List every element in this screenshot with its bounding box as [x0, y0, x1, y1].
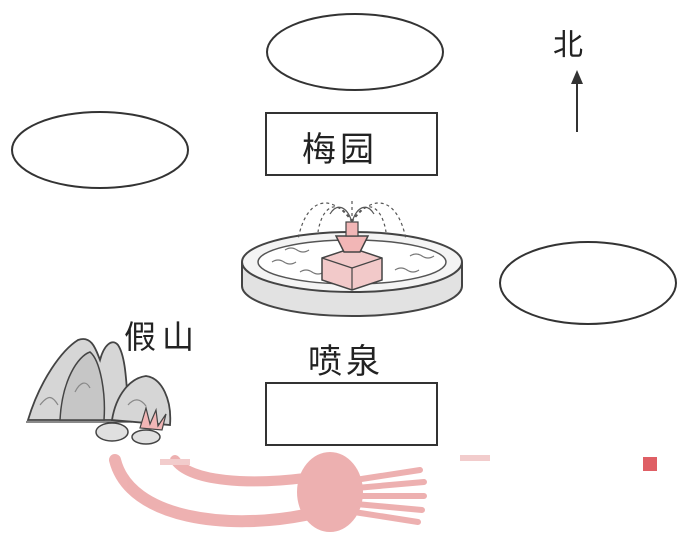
- rockery-icon: [26, 338, 172, 445]
- blank-oval-top: [266, 13, 444, 91]
- north-arrow-icon: [571, 70, 583, 132]
- rockery-label: 假山: [124, 318, 201, 356]
- blank-oval-right: [499, 241, 677, 325]
- meiyuan-label: 梅园: [302, 130, 378, 170]
- blank-box-bottom: [265, 382, 438, 446]
- fountain-label: 喷泉: [308, 342, 384, 382]
- blank-oval-left: [11, 111, 189, 189]
- meiyuan-box: [265, 112, 438, 176]
- pink-brush-stroke-icon: [109, 452, 657, 532]
- fountain-icon: [241, 200, 463, 317]
- north-label: 北: [553, 28, 583, 63]
